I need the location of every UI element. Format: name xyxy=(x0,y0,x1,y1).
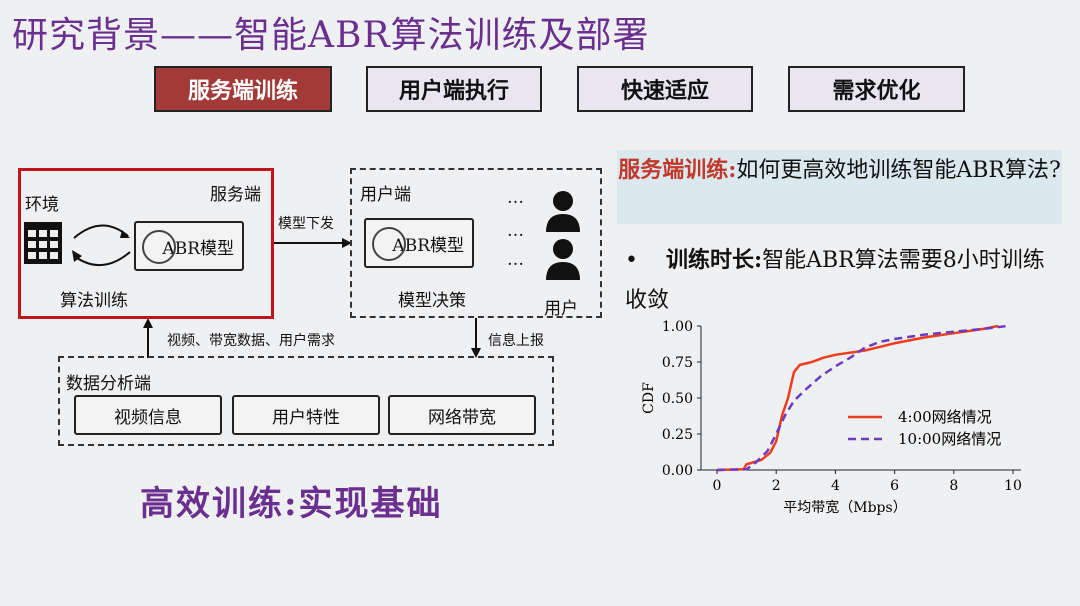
tab-server-training[interactable]: 服务端训练 xyxy=(154,66,332,112)
callout-highlight: 服务端训练: xyxy=(618,157,737,183)
x-tick-label: 0 xyxy=(713,478,722,494)
environment-table-icon xyxy=(24,222,131,267)
tab-demand-optimization[interactable]: 需求优化 xyxy=(788,66,965,112)
server-abr-model: ABR模型 xyxy=(134,221,244,271)
brain-icon xyxy=(142,230,176,264)
y-tick-label: 0.50 xyxy=(662,391,693,407)
cdf-chart: 0 2 4 6 8 10 0.00 0.25 0.50 0.75 1.00 平均带宽（Mbps） CDF… xyxy=(641,319,1022,516)
legend-label-0: 4:00网络情况 xyxy=(898,408,992,426)
y-tick-label: 0.25 xyxy=(662,427,693,443)
training-time-bullet: • 训练时长:智能ABR算法需要8小时训练收敛 xyxy=(625,240,1055,321)
tab-client-execution[interactable]: 用户端执行 xyxy=(366,66,542,112)
server-label: 服务端 xyxy=(210,185,261,205)
user-icon xyxy=(546,239,580,280)
client-model-label: ABR模型 xyxy=(392,235,464,256)
x-tick-label: 2 xyxy=(772,478,781,494)
x-axis-label: 平均带宽（Mbps） xyxy=(783,499,906,516)
x-tick-label: 8 xyxy=(949,478,958,494)
series-line-1 xyxy=(716,324,1008,472)
brain-icon xyxy=(372,227,406,261)
legend-label-1: 10:00网络情况 xyxy=(898,430,1001,448)
y-tick-label: 1.00 xyxy=(662,319,693,335)
ellipsis: … xyxy=(507,188,524,208)
callout-text: 如何更高效地训练智能ABR算法? xyxy=(736,158,1061,183)
series-line-0 xyxy=(716,324,999,472)
bullet-label: 训练时长: xyxy=(665,247,763,273)
client-box xyxy=(350,168,602,318)
deploy-label: 模型下发 xyxy=(278,216,334,232)
env-label: 环境 xyxy=(25,195,59,215)
analysis-label: 数据分析端 xyxy=(66,374,151,394)
client-abr-model: ABR模型 xyxy=(364,218,474,268)
ellipsis: … xyxy=(507,250,524,270)
report-arrow xyxy=(471,318,481,358)
report-label: 信息上报 xyxy=(488,333,544,349)
bullet-text: 智能ABR算法需要8小时训练收敛 xyxy=(625,248,1045,313)
client-label: 用户端 xyxy=(360,185,411,205)
question-callout: 服务端训练:如何更高效地训练智能ABR算法? xyxy=(617,150,1062,224)
user-icon xyxy=(546,191,580,232)
bottom-conclusion: 高效训练:实现基础 xyxy=(140,484,443,524)
y-tick-label: 0.00 xyxy=(662,463,693,479)
upload-arrow xyxy=(143,318,153,358)
deploy-arrow xyxy=(274,238,352,248)
y-axis-label: CDF xyxy=(641,382,657,414)
user-traits-box: 用户特性 xyxy=(232,395,380,435)
train-label: 算法训练 xyxy=(60,291,128,311)
ellipsis: … xyxy=(507,221,524,241)
slide-title: 研究背景——智能ABR算法训练及部署 xyxy=(12,15,650,56)
server-box xyxy=(18,168,274,319)
analysis-box xyxy=(58,356,554,446)
network-bandwidth-box: 网络带宽 xyxy=(388,395,536,435)
y-tick-label: 0.75 xyxy=(662,355,693,371)
x-tick-label: 6 xyxy=(890,478,899,494)
users-label: 用户 xyxy=(544,299,578,319)
decision-label: 模型决策 xyxy=(398,291,466,311)
upload-data-label: 视频、带宽数据、用户需求 xyxy=(167,333,335,349)
x-tick-label: 10 xyxy=(1004,478,1022,494)
video-info-box: 视频信息 xyxy=(74,395,222,435)
bullet-marker: • xyxy=(625,248,638,273)
server-model-label: ABR模型 xyxy=(162,238,234,259)
tab-fast-adaptation[interactable]: 快速适应 xyxy=(577,66,753,112)
x-tick-label: 4 xyxy=(831,478,840,494)
